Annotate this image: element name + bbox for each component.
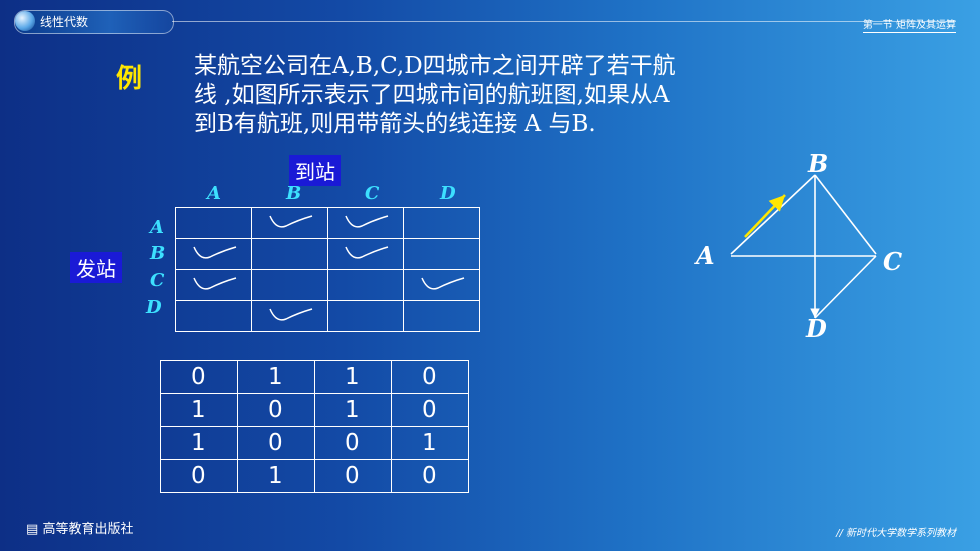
section-title: 第一节 矩阵及其运算 [862,16,956,33]
check-mark-icon [269,215,313,228]
flight-table-row [175,300,480,332]
matrix-cell: 1 [160,393,238,427]
matrix-cell: 0 [160,459,238,493]
column-label-d: D [440,183,456,204]
problem-line-1: 某航空公司在A,B,C,D四城市之间开辟了若干航 [194,53,676,79]
node-a-label: A [694,241,715,270]
flight-table-cell [327,207,404,239]
flight-table-cell [175,207,252,239]
flight-table-row [175,238,480,270]
matrix-cell: 1 [314,360,392,394]
matrix-cell: 1 [314,393,392,427]
check-mark-icon [193,277,237,290]
row-label-a: A [150,217,164,238]
matrix-cell: 1 [237,459,315,493]
flight-table-cell [403,269,480,301]
flight-table [175,207,480,332]
flight-table-cell [327,269,404,301]
column-label-b: B [286,183,302,204]
node-b-label: B [807,150,828,178]
edge-a-b [730,174,816,255]
flight-table-cell [251,300,328,332]
row-label-c: C [150,270,165,291]
header-divider [172,21,956,22]
flight-table-cell [175,238,252,270]
column-label-a: A [207,183,221,204]
flight-table-row [175,269,480,301]
problem-line-3: 到B有航班,则用带箭头的线连接 A 与B. [194,111,596,137]
node-d-label: D [805,314,827,343]
column-label-c: C [365,183,380,204]
matrix-cell: 0 [237,426,315,460]
matrix-cell: 0 [237,393,315,427]
matrix-cell: 1 [160,426,238,460]
flight-table-cell [251,207,328,239]
course-title: 线性代数 [40,15,89,29]
matrix-cell: 1 [391,426,469,460]
course-pill [14,10,174,34]
check-mark-icon [345,246,389,259]
arrival-label: 到站 [289,155,341,186]
flight-table-cell [327,300,404,332]
matrix-cell: 0 [160,360,238,394]
check-mark-icon [269,308,313,321]
flight-table-cell [251,269,328,301]
example-label: 例 [116,64,143,94]
flight-table-cell [403,300,480,332]
flight-table-cell [403,207,480,239]
flight-table-row [175,207,480,239]
edge-b-c [814,174,877,255]
book-icon: ▤ [26,522,39,537]
check-mark-icon [345,215,389,228]
flight-table-cell [403,238,480,270]
flight-table-cell [327,238,404,270]
globe-icon [15,11,35,31]
problem-text: 某航空公司在A,B,C,D四城市之间开辟了若干航 线 ,如图所示表示了四城市间的… [194,52,794,139]
row-label-b: B [150,243,166,264]
flight-graph: B A C D [694,150,902,343]
matrix-cell: 0 [314,426,392,460]
flight-table-cell [175,300,252,332]
problem-line-2: 线 ,如图所示表示了四城市间的航班图,如果从A [194,82,670,108]
series-title: // 新时代大学数学系列教材 [836,528,956,539]
flight-table-cell [251,238,328,270]
top-bar: 线性代数 第一节 矩阵及其运算 [0,0,980,40]
publisher-name: 高等教育出版社 [42,522,134,537]
flight-table-cell [175,269,252,301]
node-c-label: C [883,247,902,276]
check-mark-icon [193,246,237,259]
matrix-cell: 0 [391,393,469,427]
matrix-cell: 0 [391,360,469,394]
check-mark-icon [421,277,465,290]
matrix-cell: 0 [314,459,392,493]
matrix-cell: 1 [237,360,315,394]
edge-c-d [814,255,877,319]
row-label-d: D [146,297,162,318]
edge-a-b-highlight [744,194,786,238]
departure-label: 发站 [70,252,122,283]
matrix-cell: 0 [391,459,469,493]
publisher-logo: ▤ 高等教育出版社 [26,518,133,537]
